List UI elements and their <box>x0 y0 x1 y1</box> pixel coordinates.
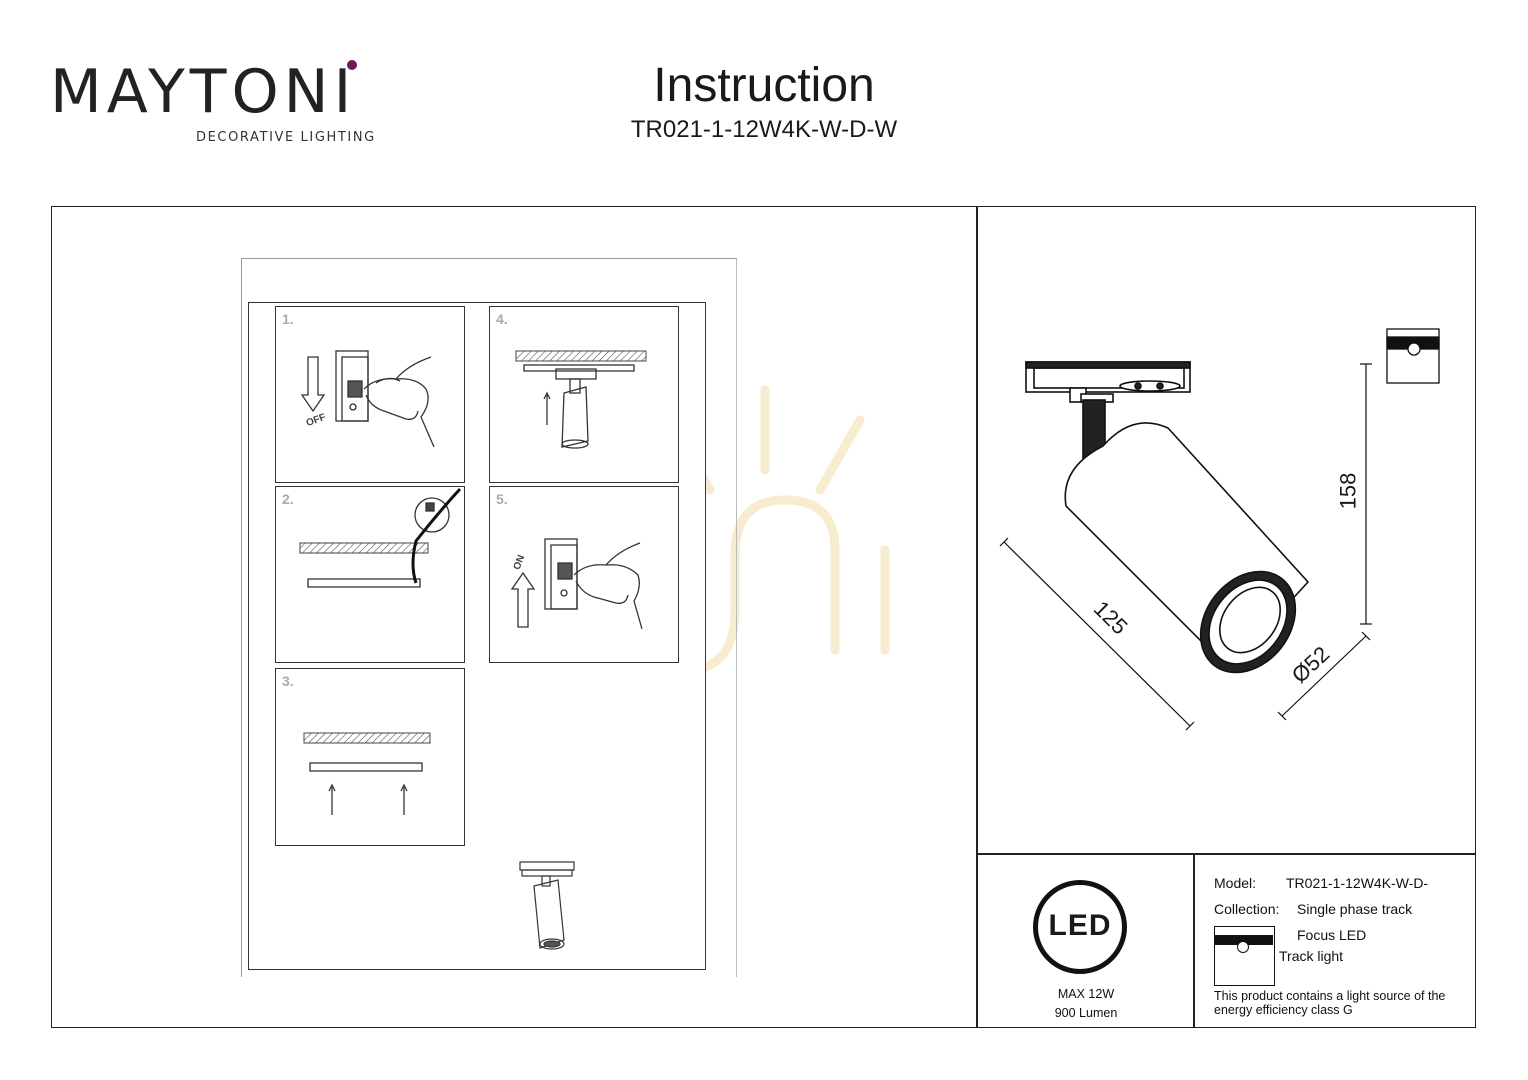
mount-lamp-illustration <box>515 350 647 449</box>
switch-off-illustration <box>300 350 435 448</box>
step-3-panel: 3. <box>275 668 465 846</box>
step-number: 4. <box>496 311 508 327</box>
final-lamp-illustration <box>519 861 575 950</box>
step-number: 2. <box>282 491 294 507</box>
led-lumen: 900 Lumen <box>1054 1006 1118 1020</box>
led-power: MAX 12W <box>1057 987 1115 1001</box>
collection-subvalue: Focus LED <box>1297 927 1367 943</box>
brand-tagline: DECORATIVE LIGHTING <box>196 130 376 145</box>
brand-logo-dot <box>347 60 357 70</box>
step-1-panel: 1. OFF <box>275 306 465 483</box>
step-number: 1. <box>282 311 294 327</box>
collection-label: Collection: <box>1214 901 1280 917</box>
model-label: Model: <box>1214 875 1257 891</box>
step-2-panel: 2. <box>275 486 465 663</box>
step-5-panel: 5. ON <box>489 486 679 663</box>
collection-value: Single phase track <box>1297 901 1413 917</box>
energy-class-text: This product contains a light source of … <box>1214 989 1446 1017</box>
divider-vertical-main <box>976 206 978 1028</box>
step-number: 5. <box>496 491 508 507</box>
type-value: Track light <box>1279 948 1344 964</box>
led-badge-icon: LED <box>1033 880 1127 974</box>
model-code: TR021-1-12W4K-W-D-W <box>630 116 898 143</box>
track-light-icon <box>1214 926 1275 986</box>
model-value: TR021-1-12W4K-W-D- <box>1286 875 1429 891</box>
step-number: 3. <box>282 673 294 689</box>
divider-vertical-info <box>1193 853 1195 1028</box>
dimension-height: 158 <box>1335 472 1361 510</box>
led-badge-text: LED <box>1048 909 1112 942</box>
track-mount-illustration <box>303 732 431 815</box>
instruction-frame <box>51 206 1476 1028</box>
switch-on-illustration <box>510 538 643 630</box>
steps-sheet <box>241 258 737 977</box>
dimension-drawing <box>999 328 1440 731</box>
page-title: Instruction <box>653 59 875 112</box>
step-4-panel: 4. <box>489 306 679 483</box>
brand-logo: MAYTONI <box>50 57 357 127</box>
wiring-illustration <box>299 487 462 588</box>
divider-horizontal-info <box>976 853 1476 855</box>
